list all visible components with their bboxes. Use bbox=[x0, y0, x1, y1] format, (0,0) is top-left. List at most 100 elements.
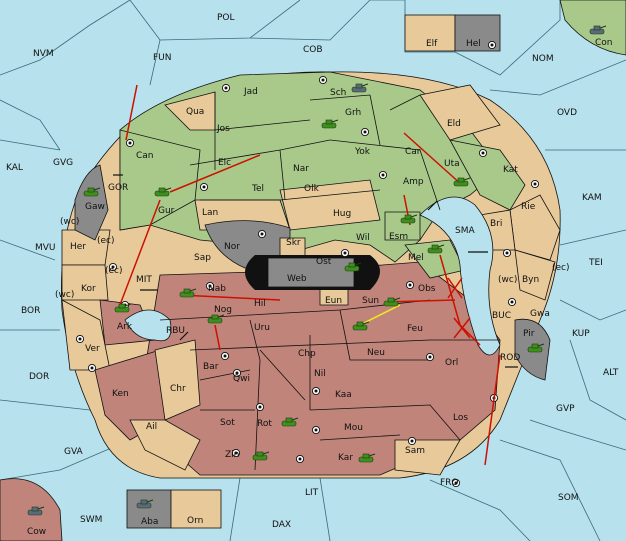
army-unit-icon[interactable] bbox=[83, 187, 101, 197]
army-unit-icon[interactable] bbox=[352, 321, 370, 331]
supply-center-dot bbox=[234, 451, 238, 455]
supply-centers bbox=[75, 40, 540, 488]
sea-lit: LIT bbox=[305, 488, 319, 498]
land-los: Los bbox=[453, 413, 468, 423]
land-ost: Ost bbox=[316, 257, 332, 267]
army-unit-icon[interactable] bbox=[589, 25, 607, 35]
land-chp: Chp bbox=[298, 349, 316, 359]
sea-dax: DAX bbox=[272, 520, 291, 530]
land-obs: Obs bbox=[418, 284, 436, 294]
army-unit-icon[interactable] bbox=[179, 288, 197, 298]
army-unit-icon[interactable] bbox=[358, 453, 376, 463]
sea-tei: TEI bbox=[588, 258, 603, 268]
sea-pol: POL bbox=[217, 13, 235, 23]
sea-rod: ROD bbox=[500, 353, 520, 363]
sea-buc: BUC bbox=[492, 311, 511, 321]
sea-gor: GOR bbox=[108, 183, 128, 193]
land-kor-wc: (wc) bbox=[55, 290, 74, 300]
land-byn-wc: (wc) bbox=[498, 275, 517, 285]
units bbox=[27, 25, 607, 516]
army-unit-icon[interactable] bbox=[252, 451, 270, 461]
land-ver: Ver bbox=[85, 344, 100, 354]
supply-center-dot bbox=[128, 141, 132, 145]
supply-center-dot bbox=[208, 284, 212, 288]
sea-ovd: OVD bbox=[557, 108, 577, 118]
land-hug: Hug bbox=[333, 209, 351, 219]
land-her: Her bbox=[70, 242, 86, 252]
land-her-wc: (wc) bbox=[60, 217, 79, 227]
land-wil: Wil bbox=[356, 233, 370, 243]
land-cow: Cow bbox=[27, 527, 46, 537]
army-unit-icon[interactable] bbox=[154, 187, 172, 197]
region-aba bbox=[126, 489, 172, 529]
supply-center-dot bbox=[78, 337, 82, 341]
supply-center-dot bbox=[533, 182, 537, 186]
land-tel: Tel bbox=[251, 184, 264, 194]
land-nab: Nab bbox=[208, 284, 226, 294]
sea-cob: COB bbox=[303, 45, 323, 55]
land-gur: Gur bbox=[158, 206, 175, 216]
army-unit-icon[interactable] bbox=[527, 343, 545, 353]
sea-dor: DOR bbox=[29, 372, 49, 382]
land-elc: Elc bbox=[218, 158, 231, 168]
supply-center-dot bbox=[258, 405, 262, 409]
land-ark: Ark bbox=[117, 322, 133, 332]
land-gaw: Gaw bbox=[85, 202, 105, 212]
sea-swm: SWM bbox=[80, 515, 102, 525]
land-bar: Bar bbox=[203, 362, 219, 372]
sea-nom: NOM bbox=[532, 54, 554, 64]
land-hel: Hel bbox=[466, 39, 481, 49]
army-unit-icon[interactable] bbox=[400, 214, 418, 224]
army-unit-icon[interactable] bbox=[453, 177, 471, 187]
land-jos: Jos bbox=[216, 124, 230, 134]
supply-center-dot bbox=[343, 251, 347, 255]
supply-center-dot bbox=[314, 389, 318, 393]
land-uta: Uta bbox=[444, 159, 460, 169]
land-eun: Eun bbox=[325, 296, 342, 306]
land-kar: Kar bbox=[338, 453, 353, 463]
supply-center-dot bbox=[202, 185, 206, 189]
army-unit-icon[interactable] bbox=[383, 297, 401, 307]
land-amp: Amp bbox=[403, 177, 424, 187]
army-unit-icon[interactable] bbox=[344, 262, 362, 272]
land-lan: Lan bbox=[202, 208, 218, 218]
army-unit-icon[interactable] bbox=[427, 244, 445, 254]
supply-center-dot bbox=[298, 457, 302, 461]
army-unit-icon[interactable] bbox=[281, 417, 299, 427]
army-unit-icon[interactable] bbox=[136, 499, 154, 509]
land-olk: Olk bbox=[304, 184, 320, 194]
army-unit-icon[interactable] bbox=[114, 303, 132, 313]
land-nar: Nar bbox=[293, 164, 309, 174]
land-mass bbox=[60, 71, 561, 479]
supply-center-dot bbox=[363, 130, 367, 134]
land-kat: Kat bbox=[503, 165, 518, 175]
army-unit-icon[interactable] bbox=[351, 83, 369, 93]
land-qwi: Qwi bbox=[233, 374, 250, 384]
sea-kup: KUP bbox=[572, 329, 590, 339]
army-unit-icon[interactable] bbox=[321, 119, 339, 129]
army-unit-icon[interactable] bbox=[207, 314, 225, 324]
supply-center-dot bbox=[223, 354, 227, 358]
sea-alt: ALT bbox=[603, 368, 619, 378]
land-orl: Orl bbox=[445, 358, 458, 368]
land-yok: Yok bbox=[354, 147, 371, 157]
supply-center-dot bbox=[314, 428, 318, 432]
supply-center-dot bbox=[235, 371, 239, 375]
supply-center-dot bbox=[454, 481, 458, 485]
land-her-ec: (ec) bbox=[97, 236, 115, 246]
supply-center-dot bbox=[111, 265, 115, 269]
land-uru: Uru bbox=[254, 323, 270, 333]
sea-kal: KAL bbox=[6, 163, 23, 173]
land-sot: Sot bbox=[220, 418, 235, 428]
sea-nvm: NVM bbox=[33, 49, 54, 59]
sea-kam: KAM bbox=[582, 193, 602, 203]
region-orn bbox=[170, 489, 222, 529]
land-byn: Byn bbox=[522, 275, 539, 285]
land-car: Car bbox=[405, 147, 421, 157]
land-esm: Esm bbox=[389, 232, 408, 242]
supply-center-dot bbox=[260, 232, 264, 236]
army-unit-icon[interactable] bbox=[27, 506, 45, 516]
land-ken: Ken bbox=[112, 389, 129, 399]
labels: POL COB FUN NVM NOM OVD KAM TEI KUP ALT … bbox=[6, 13, 619, 537]
